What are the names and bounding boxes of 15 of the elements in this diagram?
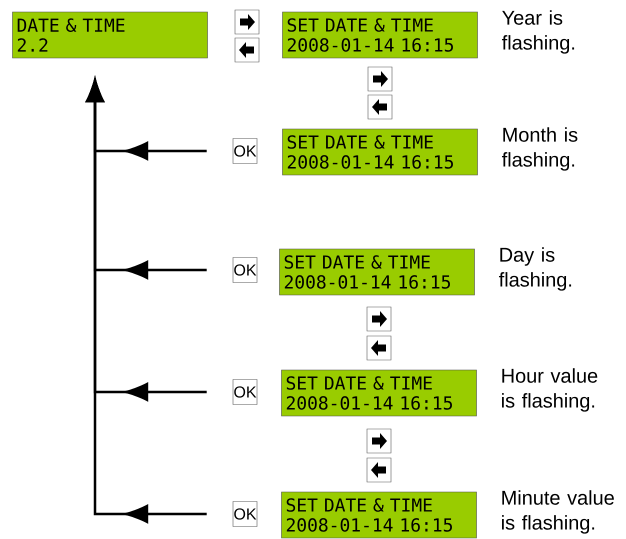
lcd-screen: SET DATE & TIME 2008-01-14 16:15: [281, 370, 477, 416]
lcd-screen: SET DATE & TIME 2008-01-14 16:15: [282, 128, 478, 176]
caption-text: Month is flashing.: [502, 127, 578, 171]
caption-text: Year is flashing.: [502, 10, 574, 54]
ok-key: OK: [232, 138, 258, 164]
caption-text: Minute value is flashing.: [502, 490, 614, 534]
caption-text: Day is flashing.: [498, 247, 572, 291]
ok-key: OK: [232, 379, 258, 405]
ok-key: OK: [232, 501, 258, 527]
caption-text: Hour value is flashing.: [502, 368, 598, 412]
lcd-screen: SET DATE & TIME 2008-01-14 16:15: [282, 12, 478, 58]
lcd-screen: SET DATE & TIME 2008-01-14 16:15: [281, 492, 477, 538]
ok-key: OK: [232, 257, 258, 283]
lcd-screen: SET DATE & TIME 2008-01-14 16:15: [279, 248, 475, 296]
lcd-screen: DATE & TIME 2.2: [12, 12, 208, 58]
